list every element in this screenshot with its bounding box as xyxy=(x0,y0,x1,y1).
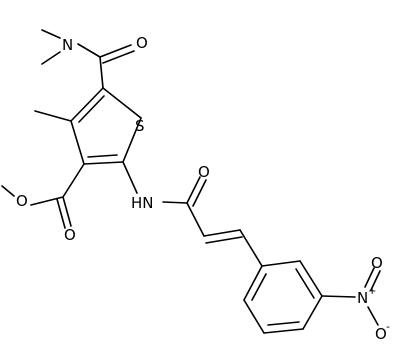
atom-o-acryl: O xyxy=(198,163,210,181)
atom-o-ester-carbonyl: O xyxy=(64,226,76,244)
bond-c3-c4 xyxy=(70,120,85,165)
bond-nme-b xyxy=(41,51,61,65)
bond-ar-2-double xyxy=(295,268,315,299)
atom-nh-amide: HN xyxy=(131,194,154,212)
bond-c4-c5-double xyxy=(78,95,105,123)
bond-ar-nitro xyxy=(321,295,356,298)
bond-ar-4 xyxy=(263,328,304,334)
atom-o-nitro-bottom: O xyxy=(375,325,387,343)
bond-acryl-co-2 xyxy=(192,179,207,207)
atom-o-amide: O xyxy=(136,34,148,52)
bond-ar-3 xyxy=(302,295,323,330)
charge-nitro-o: - xyxy=(386,320,390,333)
bond-ar-1 xyxy=(261,260,301,267)
bond-c2-c3 xyxy=(83,161,124,165)
bond-carbonyl-ring xyxy=(99,56,104,89)
atom-n-nitro: N xyxy=(357,289,368,307)
bond-amide-co-2 xyxy=(102,50,135,64)
bond-o-methyl xyxy=(1,185,15,197)
atom-o-ester-methoxy: O xyxy=(16,192,28,210)
bond-methyl xyxy=(34,110,72,122)
atom-n-dimethylamino: N xyxy=(62,36,73,54)
bond-c4-c5 xyxy=(70,87,104,122)
bond-alkene-ring xyxy=(239,229,263,267)
atom-s-thiophene: S xyxy=(135,117,145,135)
bond-nitro-o-top-2 xyxy=(370,270,381,291)
bond-ester-co-2 xyxy=(56,198,66,229)
atom-o-nitro-top: O xyxy=(371,254,383,272)
bond-c5-s xyxy=(102,87,142,119)
bond-ar-5 xyxy=(243,299,265,334)
bond-ester-co-1 xyxy=(62,196,72,227)
bond-alkene-1 xyxy=(203,229,241,237)
bond-nitro-o-bottom xyxy=(367,306,379,326)
bond-ar-4-double xyxy=(267,321,300,326)
bond-n-carbonyl xyxy=(77,43,101,58)
bond-nme-a xyxy=(41,29,61,39)
bond-s-c2 xyxy=(122,117,142,163)
bond-ar-2 xyxy=(299,260,323,297)
bond-nitro-o-top-1 xyxy=(364,267,375,288)
bond-c2-c3-double xyxy=(87,154,118,158)
bond-c3-ester xyxy=(62,163,85,198)
bond-alkene-2 xyxy=(205,236,243,244)
bond-c2-nh xyxy=(122,161,138,194)
bond-acryl-co-1 xyxy=(186,176,201,204)
bond-nh-co xyxy=(162,201,188,204)
bond-co-alkene xyxy=(186,202,205,237)
bond-ester-o xyxy=(30,196,64,206)
bond-ar-6-double xyxy=(251,273,267,301)
bond-ar-6 xyxy=(243,265,263,301)
charge-nitro-n: + xyxy=(368,286,376,297)
bond-amide-co-1 xyxy=(99,44,132,58)
